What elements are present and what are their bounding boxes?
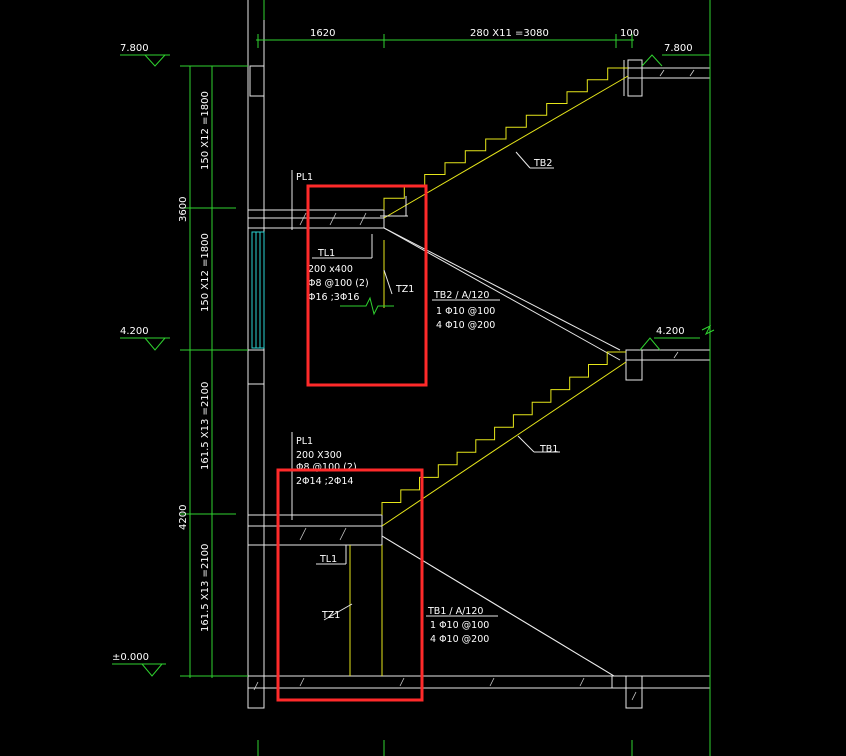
label-lower-tl1: TL1 (319, 554, 337, 565)
dim-lower-total: 4200 (178, 505, 189, 530)
slab-hatching (253, 69, 695, 701)
dimension-lines (112, 0, 715, 756)
stair-flights (349, 67, 629, 677)
label-lower-pl-stirrup: Φ8 @100 (2) (296, 462, 357, 473)
highlight-box-lower (276, 468, 424, 702)
label-upper-tl-bars: Φ16 ;3Φ16 (308, 292, 359, 303)
elevation-ground: ±0.000 (112, 652, 149, 663)
elevation-mid-right: 4.200 (656, 326, 685, 337)
dimension-labels: 1620 280 X11 =3080 100 150 X12 =1800 150… (178, 28, 639, 632)
label-tb2: TB2 (533, 158, 552, 169)
dim-upper-flight: 150 X12 =1800 (200, 91, 211, 170)
dim-upper-total: 3600 (178, 197, 189, 222)
dim-left-span: 1620 (310, 28, 335, 39)
label-upper-tz1: TZ1 (395, 284, 414, 295)
label-tb2-detail: TB2 / A/120 (433, 290, 489, 301)
label-tb1-rebar-2: 4 Φ10 @200 (430, 634, 489, 645)
dim-middle-flight: 150 X12 =1800 (200, 233, 211, 312)
dim-lower-flight-2: 161.5 X13 =2100 (200, 544, 211, 632)
elevation-top-left: 7.800 (120, 43, 149, 54)
lower-landing-labels: PL1 200 X300 Φ8 @100 (2) 2Φ14 ;2Φ14 TL1 … (296, 436, 357, 621)
label-lower-pl-bars: 2Φ14 ;2Φ14 (296, 476, 353, 487)
label-lower-pl1: PL1 (296, 436, 313, 447)
label-upper-tl1: TL1 (317, 248, 335, 259)
elevation-mid-left: 4.200 (120, 326, 149, 337)
highlight-box-upper (306, 184, 428, 387)
wall-lines (247, 0, 711, 708)
leader-lines (291, 151, 560, 621)
upper-landing-labels: PL1 TL1 200 x400 Φ8 @100 (2) Φ16 ;3Φ16 T… (296, 172, 414, 303)
label-upper-pl1: PL1 (296, 172, 313, 183)
dim-lower-flight-1: 161.5 X13 =2100 (200, 382, 211, 470)
label-upper-tl-size: 200 x400 (308, 264, 353, 275)
elevation-top-right: 7.800 (664, 43, 693, 54)
flight-labels: TB2 TB2 / A/120 1 Φ10 @100 4 Φ10 @200 TB… (427, 158, 558, 645)
elevation-labels: 7.800 7.800 4.200 4.200 ±0.000 (112, 43, 693, 663)
label-tb1-rebar-1: 1 Φ10 @100 (430, 620, 489, 631)
label-tb2-rebar-2: 4 Φ10 @200 (436, 320, 495, 331)
label-tb1: TB1 (539, 444, 558, 455)
label-tb2-rebar-1: 1 Φ10 @100 (436, 306, 495, 317)
label-lower-pl-size: 200 X300 (296, 450, 342, 461)
dim-right-span: 100 (620, 28, 639, 39)
label-upper-tl-stirrup: Φ8 @100 (2) (308, 278, 369, 289)
label-tb1-detail: TB1 / A/120 (427, 606, 483, 617)
label-lower-tz1: TZ1 (321, 610, 340, 621)
dim-steps-span: 280 X11 =3080 (470, 28, 549, 39)
